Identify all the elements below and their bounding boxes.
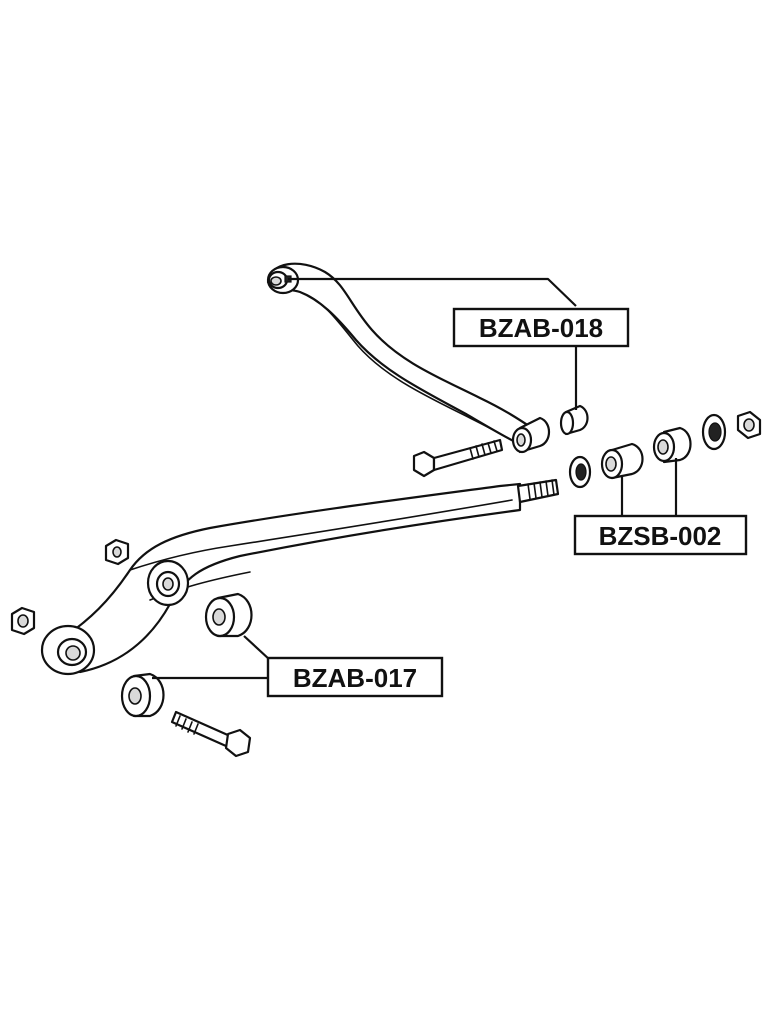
lower-arm-threaded-end — [516, 478, 560, 504]
label-bzsb-002: BZSB-002 — [573, 514, 748, 556]
washer-left — [568, 455, 592, 489]
lower-bolt — [170, 710, 252, 758]
lower-radius-arm — [58, 482, 522, 674]
label-bzab-017: BZAB-017 — [266, 656, 444, 698]
bushing-bzab-017-upper — [204, 592, 253, 638]
leader-bzab-018 — [284, 275, 578, 410]
spacer-collar — [559, 404, 589, 436]
upper-trailing-arm — [266, 262, 534, 448]
nut-left-lower — [10, 606, 36, 636]
nut-right — [736, 410, 762, 440]
label-bzsb-002-text: BZSB-002 — [599, 521, 722, 551]
upper-bolt — [412, 438, 504, 478]
upper-arm-rear-bushing — [511, 416, 551, 454]
lower-arm-mid-bushing — [146, 559, 190, 607]
bushing-bzsb-outer — [652, 426, 692, 464]
label-bzab-018: BZAB-018 — [452, 307, 630, 348]
leader-bzab-017 — [152, 635, 271, 680]
washer-right — [701, 413, 727, 451]
leader-bzsb-002 — [620, 458, 678, 516]
label-bzab-017-text: BZAB-017 — [293, 663, 417, 693]
bushing-bzab-017-lower — [120, 672, 165, 718]
bushing-bzsb-inner — [600, 442, 644, 480]
nut-left-upper — [104, 538, 130, 566]
lower-arm-front-bushing — [40, 624, 96, 676]
label-bzab-018-text: BZAB-018 — [479, 313, 603, 343]
